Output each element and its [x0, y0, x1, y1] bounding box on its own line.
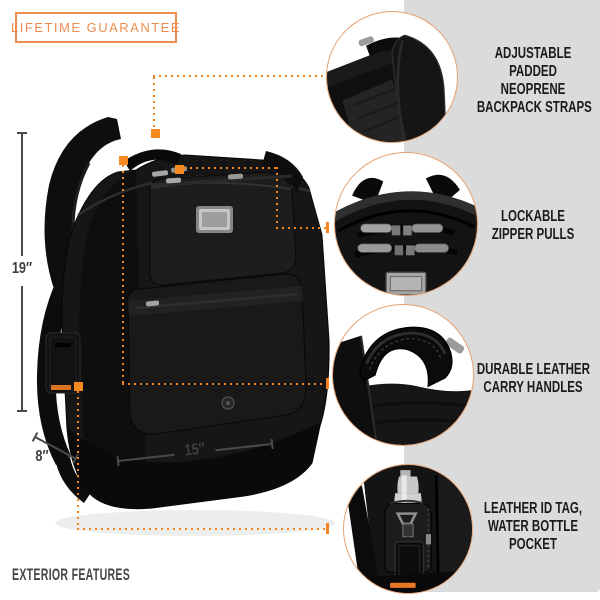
lockable-zipper-pulls-photo [335, 174, 477, 295]
exterior-features-heading: EXTERIOR FEATURES [12, 565, 131, 584]
callout-line-straps-v [153, 77, 155, 129]
id-tag [45, 316, 81, 394]
callout-line-zippers-h1 [184, 167, 277, 169]
dim-height-cap-top [17, 132, 27, 134]
feature-label-line: NEOPRENE [500, 81, 566, 98]
backpack-top-straps-photo [327, 34, 457, 142]
feature-label-line: CARRY HANDLES [483, 379, 583, 396]
callout-tick-handles [326, 378, 329, 389]
callout-line-handles-v [122, 165, 124, 385]
callout-line-straps-h [153, 75, 326, 77]
callout-line-zippers-h2 [276, 227, 326, 229]
feature-label-line: BACKPACK STRAPS [476, 99, 592, 116]
leather-carry-handle-photo [333, 326, 473, 445]
feature-label-line: WATER BOTTLE [487, 518, 579, 535]
callout-anchor-handles [119, 156, 128, 165]
callout-anchor-idtag [74, 382, 83, 391]
lifetime-guarantee-badge: LIFETIME GUARANTEE [11, 12, 180, 43]
dim-width-label: 15″ [183, 440, 206, 460]
feature-label-line: LEATHER ID TAG, [483, 500, 583, 517]
feature-photo-handles [332, 304, 474, 446]
dim-height-line-lower [21, 286, 23, 410]
feature-label-line: DURABLE LEATHER [476, 361, 590, 378]
callout-line-idtag-v [77, 391, 79, 530]
right-strap-stub [262, 151, 303, 193]
feature-photo-zippers [334, 152, 478, 296]
feature-label-line: LOCKABLE [500, 208, 565, 225]
id-tag-water-bottle-pocket-photo [346, 465, 472, 593]
feature-label-line: ZIPPER PULLS [491, 226, 575, 243]
dim-height-cap-bottom [17, 410, 27, 412]
feature-label-idtag: LEATHER ID TAG, WATER BOTTLE POCKET [477, 500, 589, 554]
lifetime-guarantee-label: LIFETIME GUARANTEE [10, 20, 182, 35]
callout-anchor-straps [151, 129, 160, 138]
callout-anchor-zippers [175, 165, 184, 174]
feature-label-handles: DURABLE LEATHER CARRY HANDLES [476, 361, 590, 397]
feature-label-line: ADJUSTABLE [494, 45, 572, 62]
backpack-photo [36, 117, 335, 536]
dim-height-label: 19″ [11, 260, 33, 277]
front-lower-pocket [127, 273, 307, 435]
callout-line-handles-h [122, 383, 326, 385]
feature-label-line: PADDED [509, 63, 557, 80]
leather-base [67, 422, 321, 509]
feature-label-zippers: LOCKABLE ZIPPER PULLS [477, 208, 589, 244]
carry-handle [124, 149, 181, 171]
feature-label-straps: ADJUSTABLE PADDED NEOPRENE BACKPACK STRA… [476, 45, 592, 117]
metal-nameplate [196, 206, 233, 233]
callout-tick-idtag [326, 523, 329, 534]
callout-line-idtag-h [77, 528, 326, 530]
callout-line-zippers-v [276, 167, 278, 229]
callout-tick-zippers [326, 222, 329, 233]
feature-photo-idtag [343, 464, 473, 594]
feature-photo-straps [326, 11, 458, 143]
ground-shadow [55, 510, 335, 536]
dim-height-line-upper [21, 134, 23, 256]
feature-label-line: POCKET [508, 536, 557, 553]
dim-depth-label: 8″ [35, 448, 49, 465]
